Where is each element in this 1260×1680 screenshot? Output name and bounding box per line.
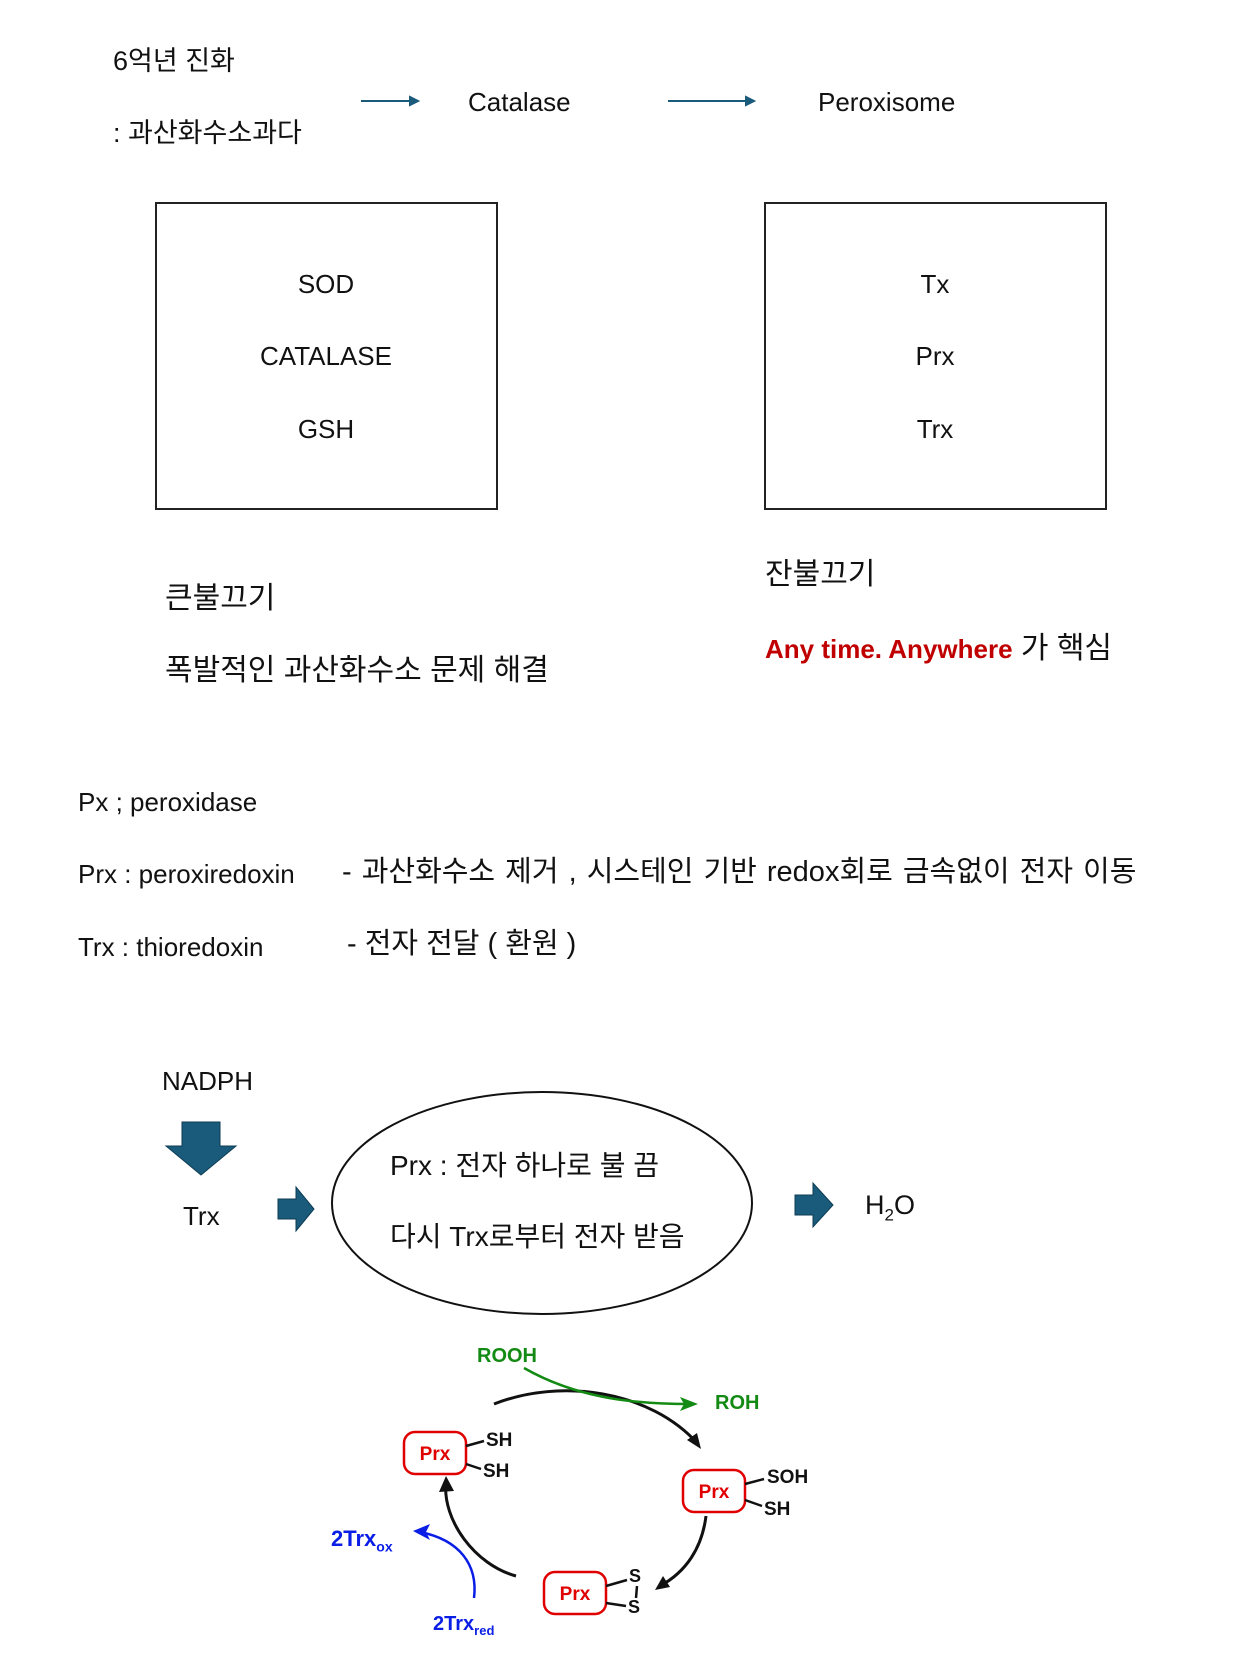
- excess-text: : 과산화수소과다: [113, 118, 302, 148]
- flow-peroxisome: Peroxisome: [818, 87, 956, 117]
- prx-box-disulfide: [542, 1570, 608, 1616]
- thiol-group: SH: [483, 1461, 510, 1482]
- definition-note: - 전자 전달 ( 환원 ): [347, 928, 577, 960]
- ellipse-line-1: Prx : 전자 하나로 불 끔: [390, 1150, 659, 1181]
- left-enzyme-box: [155, 202, 498, 510]
- prx-label: Prx: [559, 1584, 591, 1605]
- definition-meaning: peroxidase: [130, 787, 258, 817]
- cycle-arrow-right: [659, 1515, 708, 1588]
- sulfur-atom: S: [629, 1566, 642, 1586]
- arrowhead: [413, 1524, 430, 1540]
- left-box-item: CATALASE: [260, 341, 392, 371]
- left-box-item: SOD: [297, 269, 355, 299]
- flow-arrows: [361, 95, 757, 107]
- definition-meaning: peroxiredoxin: [138, 859, 295, 889]
- definition-meaning: thioredoxin: [136, 932, 264, 962]
- h2o-sub: 2: [884, 1205, 894, 1225]
- left-box-description: 폭발적인 과산화수소 문제 해결: [165, 654, 549, 687]
- right-box-description: Any time. Anywhere 가 핵심: [765, 634, 1112, 664]
- definition-prx: Prx : peroxiredoxin: [78, 861, 295, 887]
- nadph-label: NADPH: [162, 1066, 254, 1096]
- cycle-arrow-left: [444, 1481, 517, 1578]
- left-box-item: GSH: [297, 414, 355, 444]
- definition-px: Px ; peroxidase: [78, 789, 257, 815]
- highlight-text: Any time. Anywhere: [765, 634, 1013, 664]
- trx-red-sub: red: [474, 1623, 495, 1638]
- rooh-label: ROOH: [477, 1345, 537, 1367]
- trx-ox-main: 2Trx: [331, 1526, 377, 1551]
- arrowhead: [439, 1476, 454, 1492]
- prx-ellipse: [331, 1091, 753, 1315]
- right-box-title: 잔불끄기: [765, 558, 876, 591]
- right-block-arrow-icon: [277, 1185, 315, 1233]
- definition-sep: :: [117, 859, 139, 889]
- thiol-group: SH: [764, 1499, 791, 1520]
- trx-ox-sub: ox: [376, 1538, 393, 1555]
- sulfenic-group: SOH: [767, 1467, 809, 1488]
- prx-box-oxidized: [681, 1468, 747, 1514]
- definition-sep: :: [114, 932, 137, 962]
- definition-trx: Trx : thioredoxin: [78, 934, 263, 960]
- trx-arrow: [419, 1530, 476, 1599]
- right-block-arrow-icon: [794, 1181, 834, 1229]
- definition-note: - 과산화수소 제거 , 시스테인 기반 redox회로 금속없이 전자 이동: [342, 856, 1137, 888]
- right-box-item: Tx: [920, 269, 950, 299]
- ellipse-line-2: 다시 Trx로부터 전자 받음: [390, 1221, 685, 1252]
- prx-label: Prx: [419, 1444, 451, 1465]
- trx-red-label: 2Trxred: [433, 1614, 494, 1637]
- substrate-arrow: [523, 1366, 691, 1406]
- flow-catalase: Catalase: [468, 87, 571, 117]
- definition-term: Px: [78, 787, 109, 817]
- evolution-text: 6억년 진화: [113, 46, 235, 76]
- h2o-h: H: [865, 1190, 885, 1220]
- arrowhead: [655, 1576, 670, 1590]
- arrow-right-icon: [668, 95, 757, 107]
- definition-term: Prx: [78, 859, 117, 889]
- thiol-group: SH: [486, 1430, 513, 1451]
- trx-red-main: 2Trx: [433, 1613, 475, 1635]
- sulfur-atom: S: [628, 1597, 641, 1617]
- prx-label: Prx: [698, 1482, 730, 1503]
- prx-box-reduced: [402, 1430, 468, 1476]
- arrowhead: [680, 1397, 698, 1411]
- highlight-suffix: 가 핵심: [1012, 632, 1113, 665]
- left-box-title: 큰불끄기: [165, 582, 276, 615]
- definition-sep: ;: [108, 787, 131, 817]
- arrow-right-icon: [361, 95, 421, 107]
- definition-term: Trx: [78, 932, 115, 962]
- right-enzyme-box: [764, 202, 1107, 510]
- h2o-label: H2O: [865, 1190, 915, 1225]
- trx-ox-label: 2Trxox: [331, 1526, 393, 1555]
- h2o-o: O: [893, 1190, 915, 1220]
- down-arrow-icon: [164, 1121, 238, 1176]
- cycle-arrow-top: [493, 1389, 700, 1445]
- right-box-item: Trx: [916, 414, 954, 444]
- arrowhead: [687, 1433, 701, 1449]
- roh-label: ROH: [715, 1392, 760, 1414]
- right-box-item: Prx: [915, 341, 955, 371]
- trx-label: Trx: [183, 1201, 220, 1231]
